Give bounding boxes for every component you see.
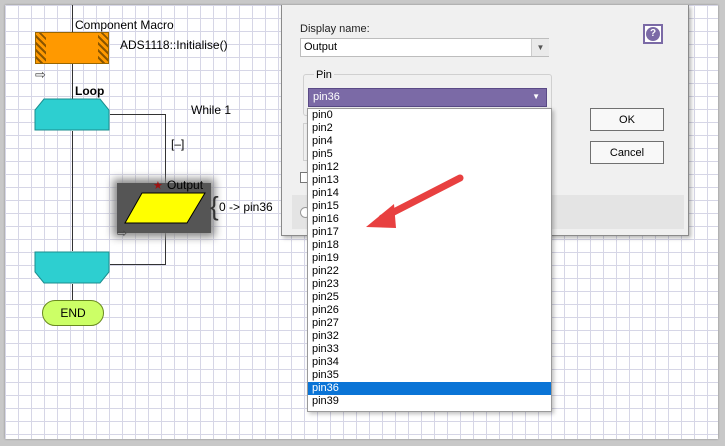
star-icon: ★ [153, 180, 163, 192]
pin-option[interactable]: pin4 [312, 135, 333, 147]
flowchart-canvas[interactable]: Component Macro ADS1118::Initialise() ⇨ … [5, 5, 718, 439]
chevron-down-icon: ▼ [532, 92, 540, 101]
pin-option[interactable]: pin22 [312, 265, 339, 277]
component-macro-block[interactable] [35, 32, 109, 64]
display-name-dropdown-button[interactable]: ▼ [531, 39, 549, 56]
flow-line [165, 165, 166, 185]
pin-group-label: Pin [314, 69, 334, 81]
cancel-button[interactable]: Cancel [590, 141, 664, 164]
pin-combo[interactable]: pin36 ▼ [308, 88, 547, 107]
output-block[interactable] [124, 192, 206, 224]
pin-combo-value: pin36 [313, 91, 340, 103]
annotation-arrow [366, 174, 464, 228]
component-macro-label: Component Macro [75, 18, 174, 32]
pin-option[interactable]: pin2 [312, 122, 333, 134]
flow-arrow-icon: ⇨ [35, 67, 46, 82]
pin-option[interactable]: pin15 [312, 200, 339, 212]
pin-option[interactable]: pin25 [312, 291, 339, 303]
pin-option[interactable]: pin23 [312, 278, 339, 290]
pin-option[interactable]: pin35 [312, 369, 339, 381]
end-block[interactable]: END [42, 300, 104, 326]
macro-call-text: ADS1118::Initialise() [120, 38, 228, 52]
output-expr: 0 -> pin36 [219, 200, 273, 214]
display-name-input[interactable]: Output [300, 38, 549, 57]
output-expr-bracket: { [210, 191, 219, 221]
pin-option[interactable]: pin33 [312, 343, 339, 355]
pin-option[interactable]: pin18 [312, 239, 339, 251]
display-name-label: Display name: [300, 23, 370, 35]
while-label: While 1 [191, 103, 232, 117]
pin-option[interactable]: pin13 [312, 174, 339, 186]
flow-arrow-icon: ⇨ [117, 226, 128, 240]
loop-line [110, 264, 166, 265]
loop-label: Loop [75, 84, 105, 98]
output-label: Output [167, 178, 204, 192]
pin-option[interactable]: pin14 [312, 187, 339, 199]
ok-button[interactable]: OK [590, 108, 664, 131]
loop-line [110, 114, 166, 115]
pin-option[interactable]: pin17 [312, 226, 339, 238]
end-label: END [60, 306, 86, 320]
pin-option[interactable]: pin39 [312, 395, 339, 407]
loop-start-block[interactable] [34, 98, 110, 131]
flow-line [72, 284, 73, 300]
pin-option[interactable]: pin16 [312, 213, 339, 225]
pin-option[interactable]: pin27 [312, 317, 339, 329]
flow-line [72, 64, 73, 99]
pin-option[interactable]: pin36 [308, 382, 551, 395]
pin-option[interactable]: pin12 [312, 161, 339, 173]
loop-end-block[interactable] [34, 251, 110, 284]
flow-line [72, 5, 73, 32]
collapse-toggle[interactable]: [–] [171, 137, 185, 151]
help-icon[interactable]: ? [643, 24, 663, 44]
pin-option[interactable]: pin34 [312, 356, 339, 368]
pin-option[interactable]: pin19 [312, 252, 339, 264]
pin-option[interactable]: pin0 [312, 109, 333, 121]
pin-option[interactable]: pin5 [312, 148, 333, 160]
pin-option[interactable]: pin32 [312, 330, 339, 342]
flow-line [72, 131, 73, 251]
pin-option[interactable]: pin26 [312, 304, 339, 316]
